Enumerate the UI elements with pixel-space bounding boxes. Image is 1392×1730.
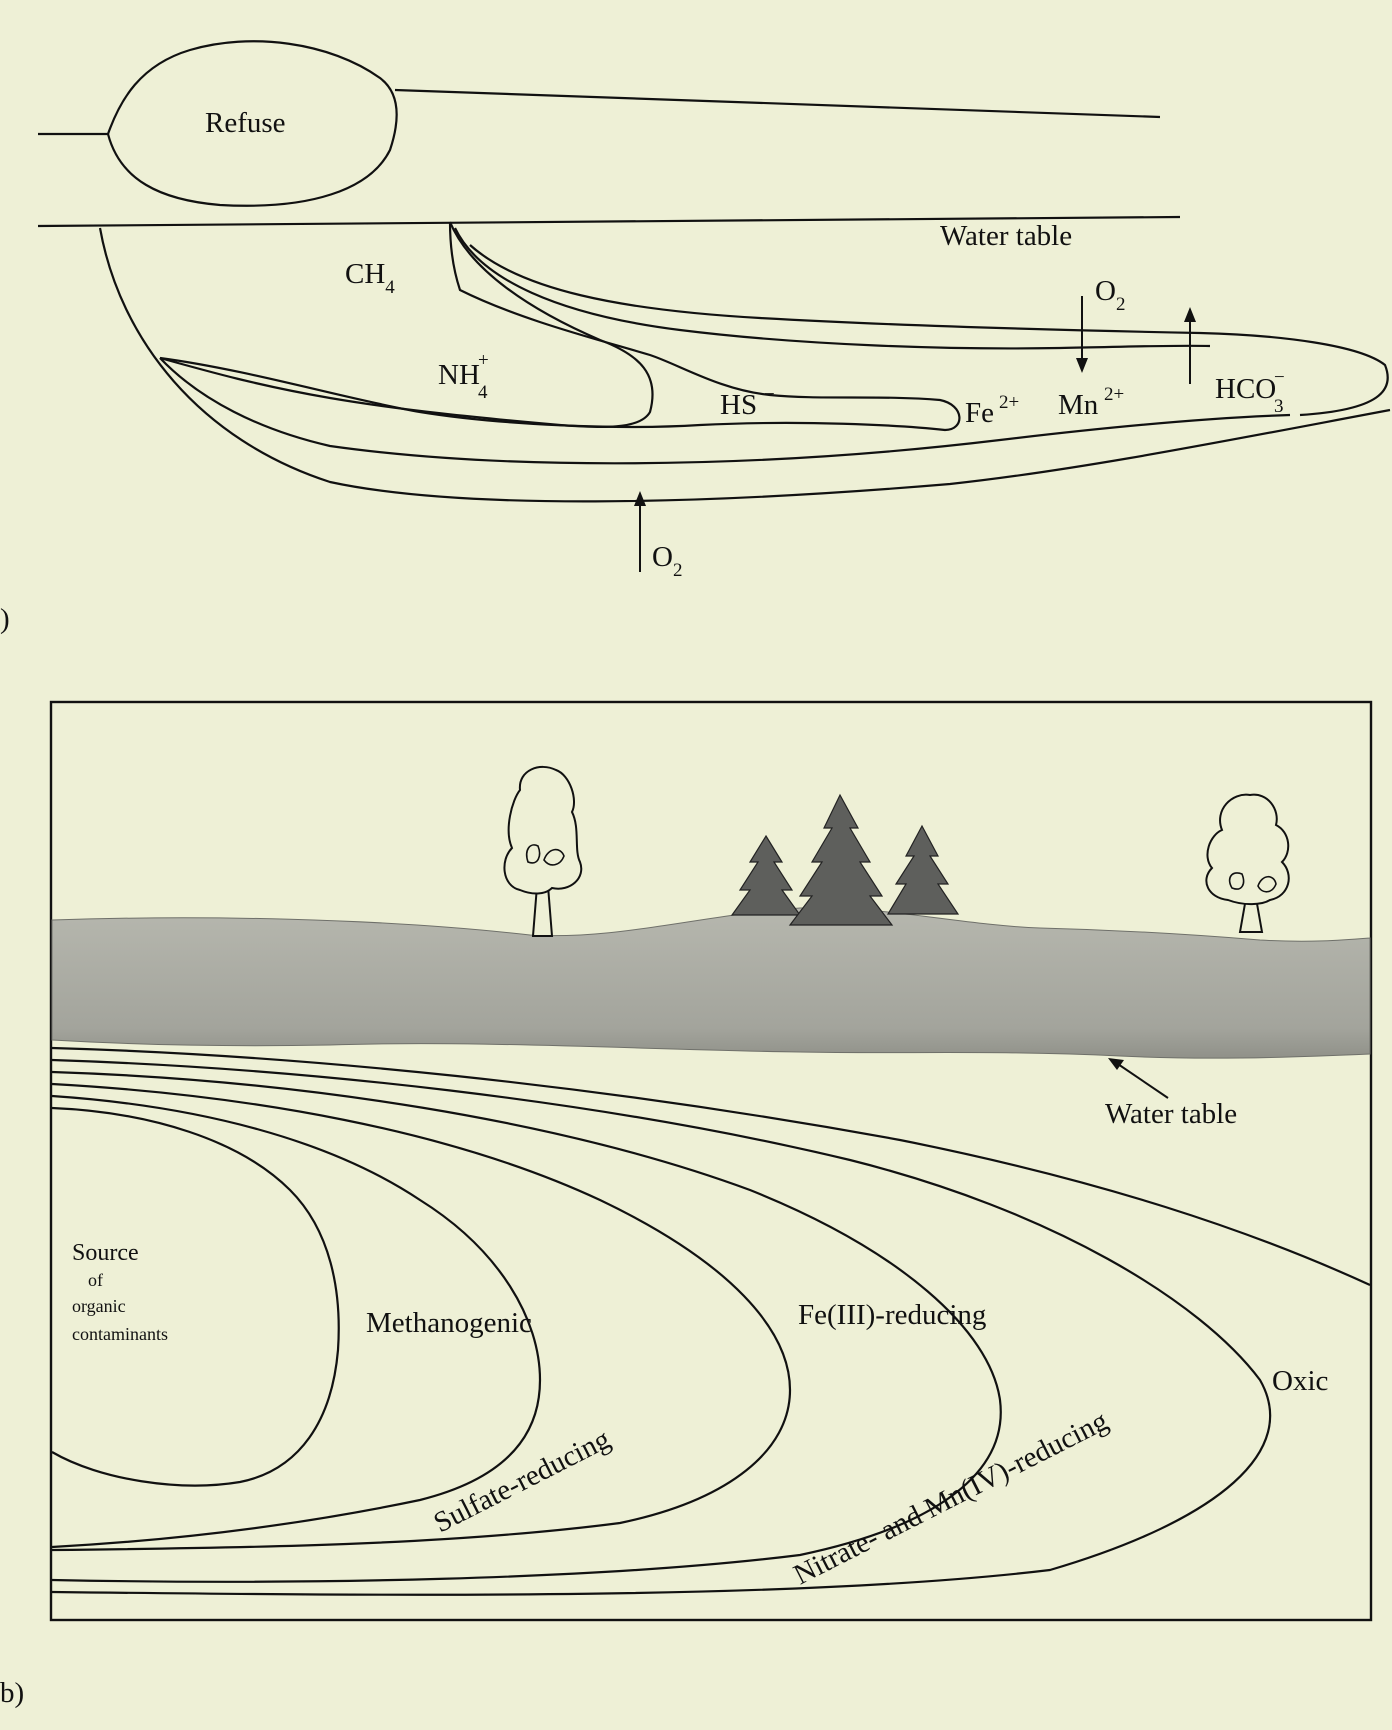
label-water-table-a: Water table [940, 220, 1072, 252]
water-table-arrow [1108, 1058, 1169, 1099]
label-o2-top: O2 [1095, 275, 1125, 315]
label-fe: Fe 2+ [965, 392, 1019, 429]
panel-b-frame [49, 700, 1373, 1622]
hco3-up-arrow [1184, 307, 1196, 384]
svg-text:organic: organic [72, 1296, 126, 1316]
label-fe-reducing: Fe(III)-reducing [798, 1299, 986, 1331]
label-mn: Mn 2+ [1058, 384, 1124, 421]
zone-boundary-methanogenic [51, 1094, 542, 1549]
svg-text:2+: 2+ [1104, 384, 1124, 405]
svg-text:+: + [478, 350, 489, 371]
deciduous-tree-right [1205, 793, 1290, 933]
deciduous-tree-left [503, 765, 583, 937]
zone-boundary-nitrate-outer [51, 1046, 1371, 1287]
svg-text:2+: 2+ [999, 392, 1019, 413]
svg-text:HCO: HCO [1215, 373, 1276, 405]
panel-a: Refuse Water table CH4 NH + 4 HS − Fe 2+… [0, 40, 1391, 635]
label-water-table-b: Water table [1105, 1098, 1237, 1130]
label-o2-bottom: O2 [652, 541, 682, 581]
svg-text:of: of [88, 1270, 103, 1290]
label-refuse: Refuse [205, 107, 286, 139]
svg-text:Fe: Fe [965, 397, 994, 429]
plume-fe-mn-band [454, 227, 1211, 350]
svg-text:−: − [764, 384, 775, 405]
panel-a-marker: ) [0, 603, 10, 635]
svg-text:contaminants: contaminants [72, 1324, 168, 1344]
ground-surface-right [394, 88, 1161, 119]
panel-b-marker: b) [0, 1677, 24, 1709]
conifer-tree-small-left [730, 834, 802, 916]
conifer-tree-tall [788, 793, 894, 926]
label-ch4: CH4 [345, 258, 395, 298]
zone-boundary-source [51, 1106, 340, 1487]
label-hco3: HCO − 3 [1215, 367, 1285, 417]
soil-layer [51, 907, 1371, 1059]
label-source-organic-contaminants: Source of organic contaminants [72, 1240, 168, 1344]
zone-boundary-fe [51, 1070, 1002, 1583]
o2-down-arrow [1076, 296, 1088, 373]
svg-text:NH: NH [438, 359, 480, 391]
label-hs: HS − [720, 384, 775, 421]
label-oxic: Oxic [1272, 1365, 1328, 1397]
label-methanogenic: Methanogenic [366, 1307, 532, 1339]
plume-hs-lobe [159, 221, 961, 432]
o2-up-arrow [634, 491, 646, 572]
label-nh4: NH + 4 [438, 350, 489, 403]
zone-boundary-sulfate [51, 1082, 792, 1552]
conifer-tree-small-right [886, 824, 960, 915]
panel-b: Water table Source of organic contaminan… [0, 700, 1373, 1709]
refuse-mound [106, 40, 398, 207]
svg-text:3: 3 [1274, 396, 1284, 417]
svg-text:Mn: Mn [1058, 389, 1099, 421]
plume-nh4-front [159, 357, 1291, 465]
svg-text:−: − [1274, 367, 1285, 388]
water-table-line [37, 215, 1181, 228]
svg-text:HS: HS [720, 389, 757, 421]
zone-boundary-nitrate-inner [51, 1058, 1272, 1596]
plume-nh4-lobe [159, 221, 654, 429]
label-nitrate-mn-reducing: Nitrate- and Mn(IV)-reducing [789, 1405, 1113, 1591]
svg-text:Source: Source [72, 1240, 139, 1266]
svg-text:4: 4 [478, 382, 488, 403]
plume-outer-boundary [98, 227, 1391, 503]
